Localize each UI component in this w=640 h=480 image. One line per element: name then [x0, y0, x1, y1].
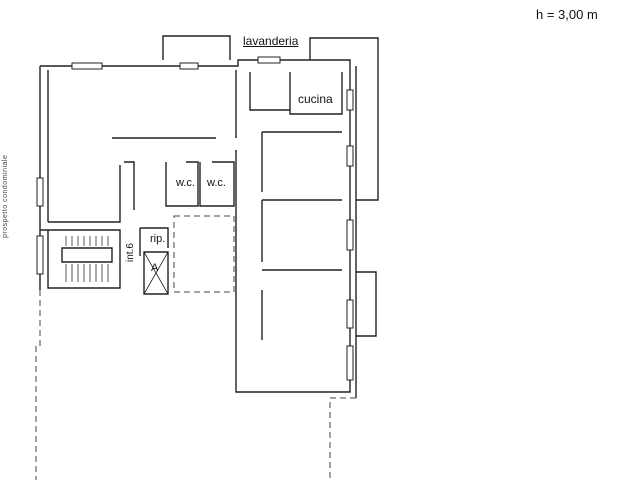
room-label-cucina: cucina: [298, 92, 333, 106]
upper-room-bottom-wall: [48, 165, 121, 223]
lift-label: A: [151, 262, 159, 274]
corridor-wall: [235, 150, 351, 393]
room-2-walls: [261, 199, 342, 262]
room-1-walls: [261, 131, 342, 192]
internal-wall: [112, 137, 216, 210]
stair-treads: [65, 236, 109, 282]
room-label-ripostiglio: rip.: [150, 233, 166, 245]
room-label-lavanderia: lavanderia: [243, 34, 299, 48]
stair-block: [40, 229, 121, 289]
ceiling-height-note: h = 3,00 m: [536, 7, 598, 22]
stair-inner: [61, 247, 113, 263]
lift-cross: [143, 251, 169, 295]
dashed-footprint-right: [329, 397, 356, 480]
room-label-wc-1: w.c.: [176, 177, 195, 189]
laundry-wall: [249, 72, 290, 111]
dashed-footprint-left: [35, 290, 41, 480]
wc-1-walls: [165, 161, 199, 207]
outer-wall-top: [40, 59, 351, 72]
room-label-wc-2: w.c.: [207, 177, 226, 189]
windows: [36, 56, 354, 381]
dashed-room: [173, 215, 235, 293]
wc-2-walls: [199, 161, 235, 207]
ripostiglio-walls: [139, 227, 169, 256]
kitchen-wall: [289, 72, 343, 115]
balcony-right-lower: [356, 271, 377, 337]
room-3-walls: [261, 269, 342, 340]
side-label: prospetto condominiale: [2, 154, 9, 238]
balcony-right-upper: [309, 37, 379, 201]
room-label-interior: int.6: [125, 243, 136, 262]
balcony-top-left: [162, 35, 231, 60]
